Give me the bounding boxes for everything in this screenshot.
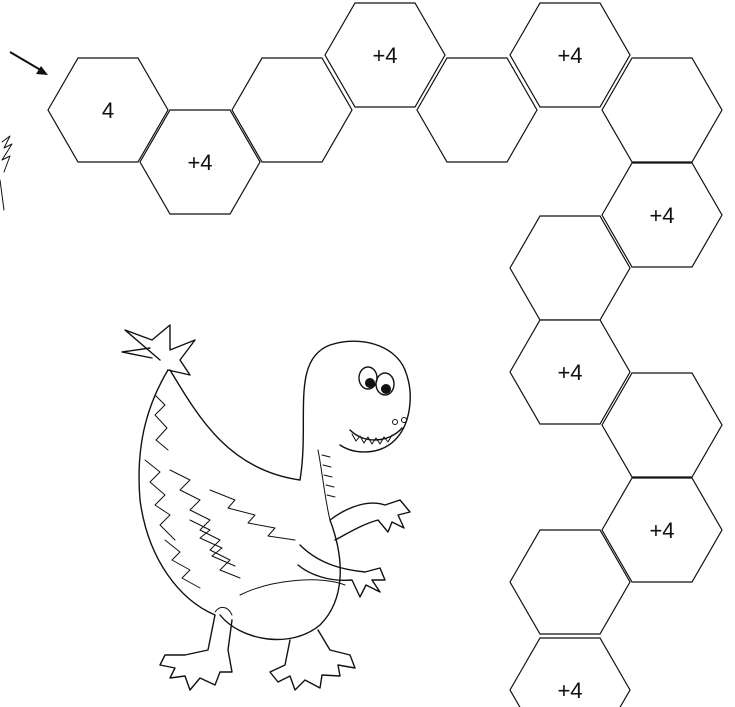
hex-label: +4	[557, 678, 582, 703]
start-arrow-icon	[10, 52, 48, 75]
hex-cell	[602, 58, 722, 162]
hex-outline	[602, 58, 722, 162]
dinosaur-illustration	[122, 325, 410, 690]
hex-cell: +4	[510, 638, 630, 707]
hex-label: +4	[649, 518, 674, 543]
hex-label: +4	[649, 203, 674, 228]
edge-sketch-mark	[0, 136, 12, 210]
hex-cell: +4	[325, 3, 445, 107]
hex-outline	[417, 58, 537, 162]
hex-cell	[417, 58, 537, 162]
hex-label: +4	[557, 43, 582, 68]
hex-cell: +4	[510, 3, 630, 107]
hexagon-path: 4 +4 +4 +4 +4 +4 +4 +4	[48, 3, 722, 707]
hex-label: +4	[372, 43, 397, 68]
hex-label: +4	[557, 360, 582, 385]
hex-label: +4	[187, 150, 212, 175]
hex-label: 4	[102, 98, 114, 123]
